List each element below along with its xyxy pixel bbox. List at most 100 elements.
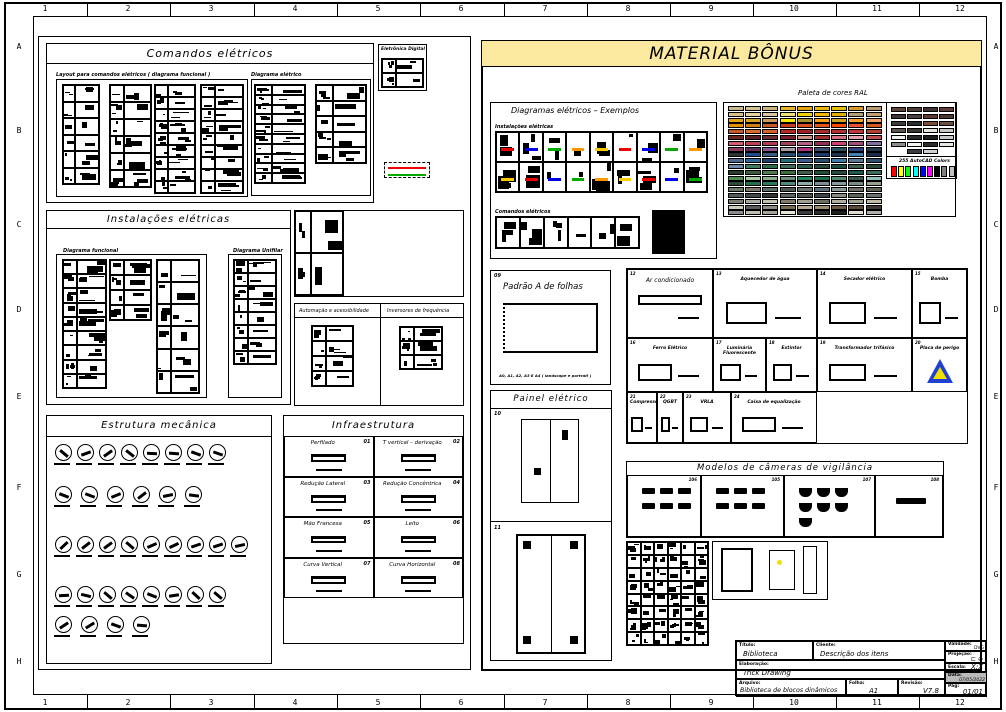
symbol-mark — [261, 97, 265, 101]
symbol-mark — [249, 287, 255, 291]
tb-folha: Folha:A1 — [846, 679, 898, 697]
symbol-mark — [115, 177, 123, 183]
column-number: 9 — [708, 4, 714, 13]
row-letter: F — [993, 483, 999, 492]
ral-swatch — [939, 114, 954, 119]
symbol-mark — [682, 585, 691, 589]
tb-arquivo: Arquivo:Biblioteca de blocos dinâmicos — [736, 679, 846, 697]
symbol-mark — [503, 222, 516, 229]
ral-swatch — [728, 129, 744, 135]
mechanical-symbol — [107, 486, 124, 503]
symbol-cell — [123, 102, 151, 119]
ral-swatch — [762, 129, 779, 135]
symbol-mark — [301, 230, 305, 239]
ral-swatch — [848, 140, 865, 146]
symbol-mark — [256, 130, 267, 132]
symbol-cell — [110, 119, 124, 136]
symbol-caption-mark — [120, 463, 136, 465]
symbol-mark — [190, 450, 202, 457]
autocad-color-swatch — [948, 166, 955, 177]
symbol-mark — [256, 342, 263, 347]
ral-swatch — [907, 149, 922, 154]
camera-group[interactable]: 107 — [784, 475, 875, 537]
data-value: 07/05/2022 — [959, 678, 985, 683]
ral-swatch — [831, 158, 848, 164]
symbol-mark — [596, 181, 611, 191]
symbol-caption-mark — [142, 605, 158, 607]
ral-swatch — [923, 142, 938, 147]
symbol-mark — [90, 365, 97, 371]
symbol-mark — [66, 363, 70, 370]
symbol-mark — [175, 102, 186, 104]
symbol-mark — [157, 138, 164, 141]
symbol-cell — [627, 632, 641, 645]
symbol-mark — [176, 293, 195, 300]
ral-swatch — [848, 135, 865, 140]
symbol-mark — [111, 104, 119, 107]
symbol-caption-mark — [164, 605, 180, 607]
ral-swatch — [831, 210, 848, 216]
column-number: 12 — [955, 698, 965, 707]
mechanical-symbol — [209, 586, 226, 603]
symbol-cell — [255, 134, 272, 144]
camera-group[interactable]: 105 — [701, 475, 784, 537]
symbol-cell — [325, 326, 353, 341]
symbol-cell — [157, 370, 171, 393]
ral-swatch — [865, 106, 882, 111]
ral-swatch — [891, 135, 906, 140]
label: Elaboração: — [739, 662, 769, 667]
symbol-mark — [252, 330, 269, 332]
symbol-cell — [589, 162, 614, 192]
ral-swatch — [728, 135, 744, 140]
symbol-table — [154, 84, 196, 194]
camera-group[interactable]: 108 — [875, 475, 943, 537]
automacao-title: Automação e acessibilidade — [299, 308, 369, 314]
symbol-cell — [653, 232, 684, 243]
symbol-mark — [178, 158, 189, 160]
symbol-mark — [498, 176, 509, 189]
symbol-mark — [634, 602, 640, 606]
camera-group[interactable]: 106 — [627, 475, 701, 537]
equipment-caption-mark — [678, 375, 700, 378]
section-title: Diagramas elétricos – Exemplos — [511, 106, 640, 115]
symbol-cell — [215, 85, 243, 97]
symbol-cell — [311, 253, 343, 295]
ral-title: Paleta de cores RAL — [798, 89, 868, 97]
infra-item-caption-mark — [405, 549, 432, 552]
symbol-mark — [660, 573, 666, 576]
ral-swatch — [848, 204, 865, 210]
symbol-caption-mark — [132, 635, 148, 637]
symbol-mark — [163, 114, 165, 116]
equipment-item[interactable]: 21Compressor — [627, 392, 657, 443]
label: Projeção: — [948, 652, 972, 657]
ral-swatch — [745, 193, 762, 198]
infra-item-caption-mark — [405, 468, 432, 471]
symbol-mark — [317, 153, 328, 160]
symbol-mark — [218, 126, 229, 131]
symbol-cell — [627, 619, 641, 633]
symbol-mark — [114, 137, 118, 142]
symbol-cell — [110, 85, 124, 102]
symbol-mark — [125, 144, 132, 148]
